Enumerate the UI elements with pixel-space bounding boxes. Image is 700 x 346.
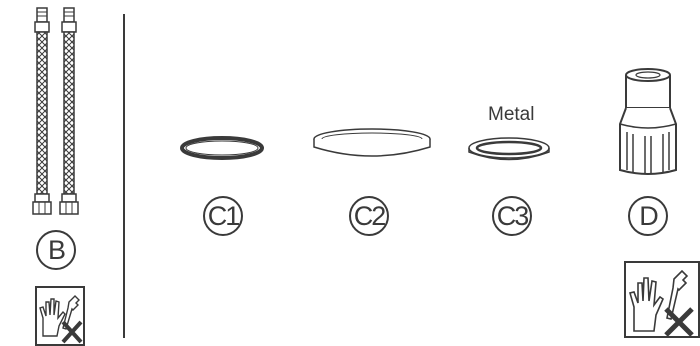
hand-tighten-no-wrench-icon	[39, 295, 83, 344]
material-note-c3: Metal	[488, 104, 535, 125]
part-label-d: D	[628, 196, 668, 236]
hand-tighten-box-right	[624, 261, 700, 338]
part-label-c2: C2	[349, 196, 389, 236]
hand-tighten-box-left	[35, 286, 85, 346]
metal-washer-icon	[468, 137, 550, 161]
hand-tighten-no-wrench-icon	[629, 269, 694, 337]
rubber-seal-icon	[180, 136, 264, 160]
flat-gasket-icon	[313, 128, 431, 157]
panel-divider	[123, 14, 125, 338]
hose-pair-icon	[32, 7, 79, 215]
part-label-b: B	[36, 230, 76, 270]
connector-nut-icon	[619, 68, 677, 175]
part-label-c1: C1	[203, 196, 243, 236]
part-label-c3: C3	[492, 196, 532, 236]
part-b-panel: B	[0, 0, 123, 346]
